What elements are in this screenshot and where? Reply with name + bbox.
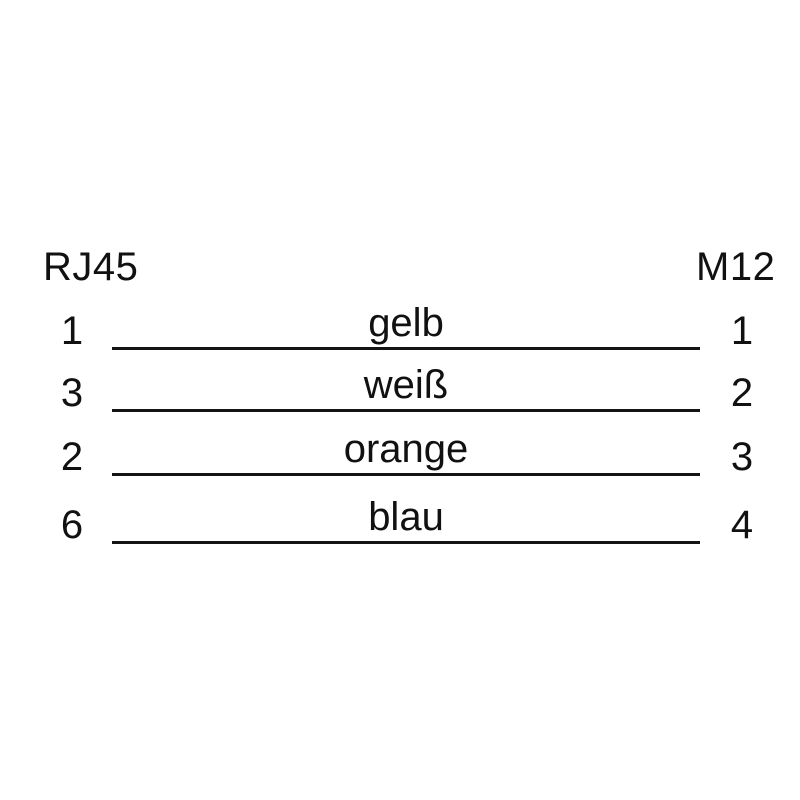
wire-line [112, 473, 700, 476]
wire-color-label: blau [368, 495, 444, 539]
left-pin-number: 1 [60, 309, 84, 353]
wire-line [112, 409, 700, 412]
wire-color-label: weiß [363, 363, 449, 407]
right-pin-number: 1 [730, 309, 754, 353]
wire-line [112, 541, 700, 544]
right-connector-label: M12 [696, 245, 776, 289]
wire-color-label: orange [343, 427, 469, 471]
left-connector-label: RJ45 [43, 245, 139, 289]
left-pin-number: 2 [60, 435, 84, 479]
wire-line [112, 347, 700, 350]
right-pin-number: 3 [730, 435, 754, 479]
right-pin-number: 2 [730, 371, 754, 415]
left-pin-number: 3 [60, 371, 84, 415]
wire-color-label: gelb [368, 301, 444, 345]
right-pin-number: 4 [730, 503, 754, 547]
left-pin-number: 6 [60, 503, 84, 547]
